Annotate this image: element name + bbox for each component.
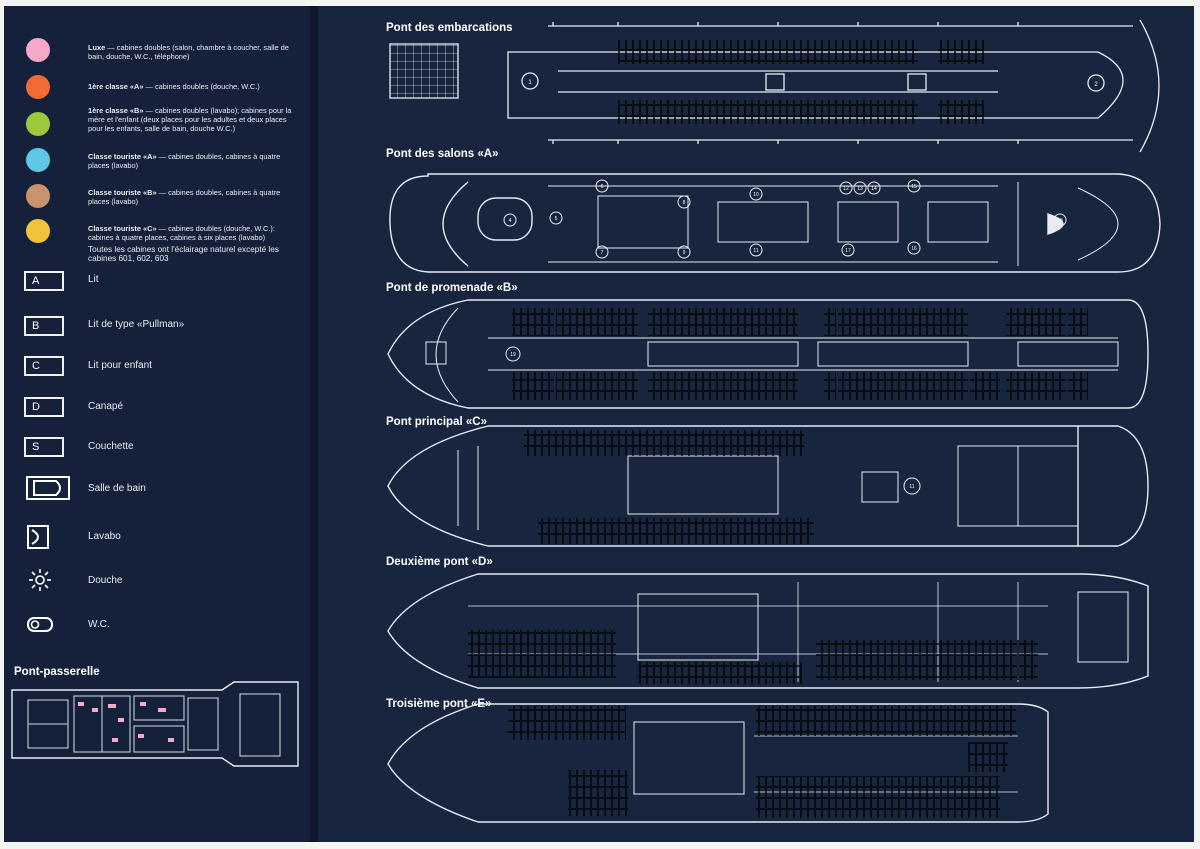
legend-item-1a: 1ère classe «A» — cabines doubles (douch… — [88, 82, 260, 91]
principal-cabins-tourist-a — [524, 430, 814, 544]
legend-dot-ta — [26, 148, 50, 172]
room-label: 1 — [528, 80, 532, 86]
room-label: 4 — [509, 218, 512, 224]
symbol-label-couchette: Couchette — [88, 441, 134, 452]
symbol-label-lit: Lit — [88, 274, 99, 285]
sink-icon — [27, 525, 49, 549]
troisieme-cabins-tourist-c — [508, 706, 1016, 818]
deck-plan-salons — [389, 173, 1161, 273]
room-label: 2 — [1094, 82, 1098, 88]
deck-title-promenade: Pont de promenade «B» — [386, 282, 518, 294]
symbol-label-wc: W.C. — [88, 619, 110, 630]
symbol-box-a: A — [24, 271, 64, 291]
symbol-label-canape: Canapé — [88, 401, 124, 412]
room-label: 13 — [857, 186, 863, 192]
deck-plan-principal — [387, 425, 1149, 547]
deuxieme-cabins-tourist-b — [468, 630, 1038, 684]
room-label: 7 — [601, 250, 604, 256]
symbol-box-d: D — [24, 397, 64, 417]
deck-title-principal: Pont principal «C» — [386, 416, 487, 428]
room-label: 9 — [683, 250, 686, 256]
room-label: 5 — [555, 216, 558, 222]
symbol-label-pullman: Lit de type «Pullman» — [88, 319, 185, 330]
room-label: 18 — [1057, 218, 1063, 224]
shower-icon — [29, 569, 51, 591]
deck-title-embarcations: Pont des embarcations — [386, 22, 513, 34]
promenade-cabins-first-a — [556, 308, 798, 400]
legend-dot-tb — [26, 184, 50, 208]
symbol-label-douche: Douche — [88, 575, 123, 586]
embarcations-cabins-first-a — [618, 40, 984, 124]
legend-note: Toutes les cabines ont l'éclairage natur… — [88, 245, 279, 263]
legend-panel — [4, 6, 310, 842]
symbol-label-lavabo: Lavabo — [88, 531, 121, 542]
deck-plan-promenade — [387, 299, 1149, 409]
room-label: 11 — [753, 248, 758, 254]
symbol-box-s: S — [24, 437, 64, 457]
room-label: 10 — [753, 192, 759, 198]
deck-plans-panel — [318, 6, 1194, 842]
legend-item-luxe: Luxe — cabines doubles (salon, chambre à… — [88, 43, 289, 61]
promenade-cabins-first-b — [512, 308, 1066, 400]
page-fold — [310, 6, 318, 842]
promenade-cabins-tourist-a — [824, 308, 1088, 400]
deck-title-salons: Pont des salons «A» — [386, 148, 499, 160]
deck-plan-passerelle — [11, 681, 299, 767]
symbol-box-c: C — [24, 356, 64, 376]
deck-plan-embarcations — [389, 19, 1160, 153]
room-label: 14 — [871, 186, 877, 192]
legend-item-tb: Classe touriste «B» — cabines doubles, c… — [88, 188, 281, 206]
symbol-label-salle-de-bain: Salle de bain — [88, 483, 146, 494]
legend-item-ta: Classe touriste «A» — cabines doubles, c… — [88, 152, 281, 170]
room-label: 17 — [845, 248, 851, 254]
legend-dot-tc — [26, 219, 50, 243]
legend-dot-luxe — [26, 38, 50, 62]
symbol-label-lit-enfant: Lit pour enfant — [88, 360, 152, 371]
room-label: 11 — [909, 484, 914, 490]
wc-icon — [27, 617, 53, 632]
bathtub-icon — [26, 476, 70, 500]
deck-title-deuxieme: Deuxième pont «D» — [386, 556, 493, 568]
room-label: 16 — [911, 246, 917, 252]
deck-title-troisieme: Troisième pont «E» — [386, 698, 492, 710]
room-label: 6 — [601, 184, 604, 190]
room-label: 12 — [843, 186, 849, 192]
legend-item-1b: 1ère classe «B» — cabines doubles (lavab… — [88, 106, 292, 133]
symbol-box-b: B — [24, 316, 64, 336]
room-label: 8 — [683, 200, 686, 206]
legend-dot-1a — [26, 75, 50, 99]
legend-dot-1b — [26, 112, 50, 136]
room-label: 19 — [510, 352, 516, 358]
deck-title-passerelle: Pont-passerelle — [14, 666, 100, 678]
legend-item-tc: Classe touriste «C» — cabines doubles (d… — [88, 224, 275, 242]
room-label: 15 — [911, 184, 917, 190]
deck-plans: 1 2 4 5 6 7 8 9 10 11 12 13 14 15 16 17 … — [387, 19, 1161, 823]
